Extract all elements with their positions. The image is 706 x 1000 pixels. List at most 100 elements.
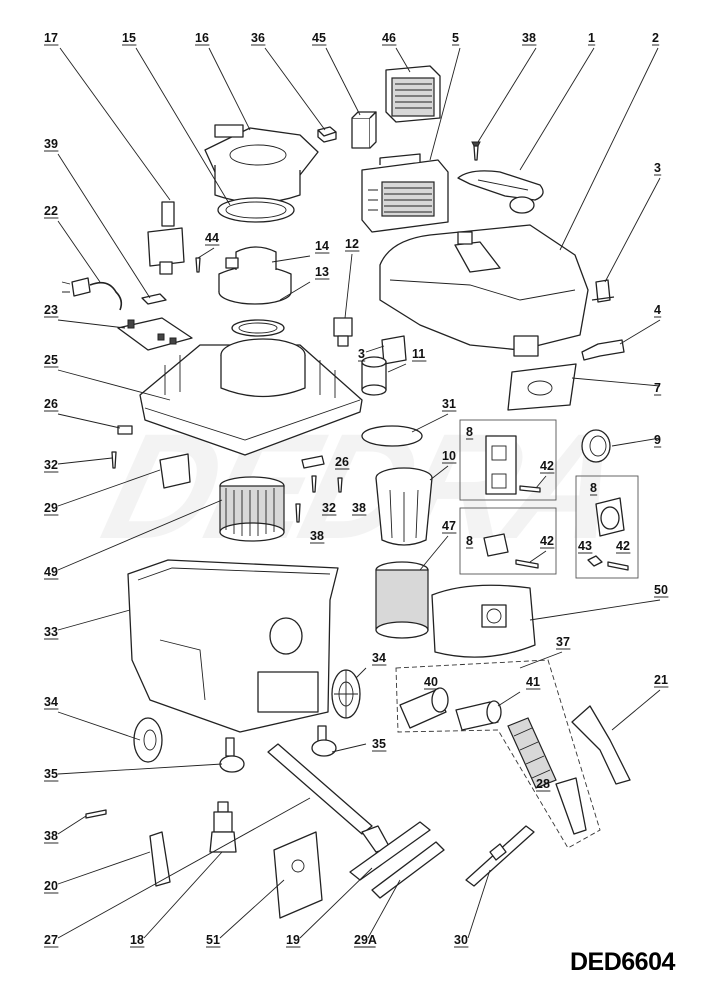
callout-label: 42 <box>616 539 630 553</box>
callout-label: 33 <box>44 625 58 639</box>
callout-c42a: 42 <box>535 459 555 489</box>
part-ring-9 <box>581 429 611 463</box>
callout-c14: 14 <box>271 239 330 263</box>
callout-label: 8 <box>466 534 473 548</box>
part-floor-nozzle-30 <box>465 825 535 887</box>
callout-leader-line <box>429 465 449 481</box>
callout-label: 3 <box>358 347 365 361</box>
callout-leader-line <box>57 711 141 741</box>
callout-label: 27 <box>44 933 58 947</box>
callout-leader-line <box>395 47 411 73</box>
part-screw-42-a <box>519 485 541 493</box>
callout-leader-line <box>279 281 311 301</box>
callout-c30: 30 <box>454 869 491 948</box>
callout-label: 32 <box>322 501 336 515</box>
callout-c4: 4 <box>619 303 662 345</box>
callout-label: 34 <box>44 695 58 709</box>
callout-c12: 12 <box>344 237 360 319</box>
callout-label: 37 <box>556 635 570 649</box>
callout-c28: 28 <box>536 777 551 792</box>
callout-label: 17 <box>44 31 58 45</box>
callout-label: 36 <box>251 31 265 45</box>
callout-label: 18 <box>130 933 144 947</box>
callout-leader-line <box>57 763 223 775</box>
callout-c10: 10 <box>429 449 457 481</box>
callout-label: 32 <box>44 458 58 472</box>
callout-c16: 16 <box>195 31 251 131</box>
callout-label: 21 <box>654 673 668 687</box>
callout-leader-line <box>535 475 547 489</box>
part-screw-38-lower <box>295 503 301 523</box>
part-dust-bag-50 <box>431 584 536 658</box>
part-adapter-40 <box>399 687 449 729</box>
callout-label: 23 <box>44 303 58 317</box>
group-box-hose-37 <box>395 659 601 849</box>
callout-c21: 21 <box>611 673 669 731</box>
callout-c7: 7 <box>571 377 662 396</box>
callout-c38b: 38 <box>352 501 367 516</box>
callout-label: 25 <box>44 353 58 367</box>
callout-leader-line <box>57 499 223 571</box>
part-plug-connector-4 <box>513 335 625 361</box>
part-clip-39 <box>141 293 167 305</box>
part-tank-33 <box>127 559 339 733</box>
part-filter-cartridge-46 <box>385 65 441 123</box>
part-switch-8-a <box>485 435 517 495</box>
callout-c34b: 34 <box>44 695 141 741</box>
callout-c9: 9 <box>611 433 662 448</box>
callout-c51: 51 <box>206 879 285 948</box>
callout-label: 4 <box>654 303 661 317</box>
part-caster-35-left <box>219 737 245 773</box>
group-box-socket <box>575 475 639 579</box>
callout-label: 22 <box>44 204 58 218</box>
callout-c43: 43 <box>578 539 593 554</box>
part-bracket-29 <box>159 453 191 489</box>
callout-label: 26 <box>335 455 349 469</box>
callout-label: 29 <box>44 501 58 515</box>
callout-leader-line <box>497 691 521 707</box>
callout-c8c: 8 <box>466 534 474 549</box>
callout-c42c: 42 <box>616 539 631 554</box>
callout-leader-line <box>325 47 361 116</box>
part-screw-38-bottom <box>85 809 107 819</box>
callout-label: 14 <box>315 239 329 253</box>
part-switch-8-b <box>483 533 509 557</box>
callout-c3b: 3 <box>358 345 385 362</box>
callout-leader-line <box>59 47 171 201</box>
callout-leader-line <box>57 319 126 329</box>
callout-leader-line <box>219 879 285 939</box>
part-screw-32-center <box>311 475 317 493</box>
callout-label: 46 <box>382 31 396 45</box>
callout-label: 29A <box>354 933 377 947</box>
callout-leader-line <box>355 667 367 679</box>
callout-c39: 39 <box>44 137 151 299</box>
callout-leader-line <box>57 797 311 939</box>
part-hose-28 <box>507 717 587 835</box>
part-wheel-34-left <box>133 717 163 763</box>
callout-leader-line <box>559 47 659 251</box>
callout-c31: 31 <box>411 397 457 433</box>
part-tube-27 <box>267 743 373 835</box>
part-socket-8-c <box>595 497 625 537</box>
callout-leader-line <box>529 599 661 621</box>
callout-label: 45 <box>312 31 326 45</box>
callout-label: 39 <box>44 137 58 151</box>
part-clip-26-left <box>117 425 133 435</box>
callout-label: 10 <box>442 449 456 463</box>
part-floor-nozzle-19 <box>349 821 431 881</box>
callout-c17: 17 <box>44 31 171 201</box>
callout-c29: 29 <box>44 469 161 516</box>
part-mesh-filter-47 <box>375 561 429 639</box>
callout-c18: 18 <box>130 851 223 948</box>
part-switch-12 <box>333 317 353 347</box>
callout-label: 42 <box>540 459 554 473</box>
callout-c8a: 8 <box>466 425 474 440</box>
callout-label: 51 <box>206 933 220 947</box>
callout-c1: 1 <box>519 31 596 171</box>
callout-c40: 40 <box>424 675 439 690</box>
part-carry-handle-1 <box>457 170 544 214</box>
callout-leader-line <box>604 177 661 283</box>
part-floor-nozzle-29A <box>371 841 445 899</box>
